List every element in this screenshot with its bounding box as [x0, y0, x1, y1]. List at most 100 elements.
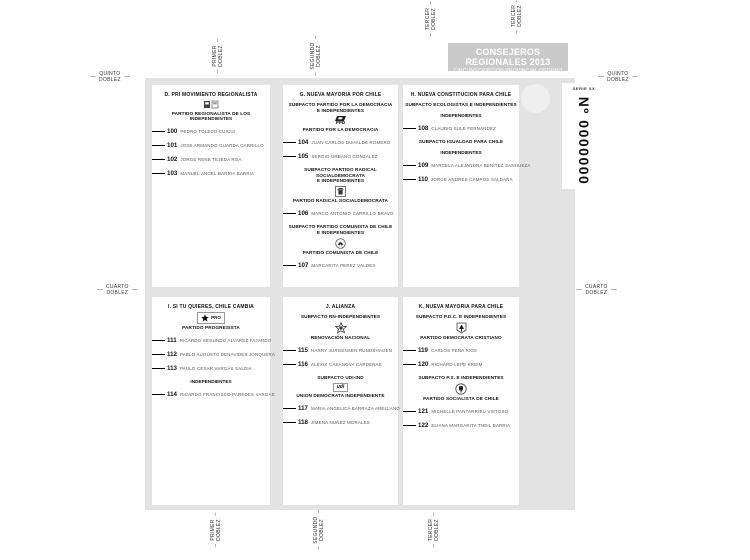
ballot-subtitle: CIRCUNSCRIPCION PROVINCIAL OSORNO — [453, 68, 563, 74]
candidate-number: 105 — [298, 152, 309, 160]
fold-label: DOBLEZ — [316, 45, 322, 67]
vote-line[interactable] — [403, 178, 416, 180]
serial-number: Nº 0000000 — [576, 96, 592, 186]
serial-stub: SERIE XX Nº 0000000 — [562, 83, 606, 189]
candidate-number: 121 — [418, 407, 429, 415]
ppd-logo — [335, 115, 346, 121]
vote-line[interactable] — [283, 265, 296, 267]
vote-line[interactable] — [283, 408, 296, 410]
vote-line[interactable] — [152, 131, 165, 132]
vote-line[interactable] — [152, 173, 165, 174]
list-title: K. NUEVA MAYORIA PARA CHILE — [418, 304, 504, 310]
candidate-name: PEDRO TOLEDO CUICUI — [180, 129, 236, 134]
vote-line[interactable] — [152, 159, 165, 160]
fold-tick: – — [514, 30, 520, 34]
candidate-name: PABLO AUGUSTO BENAVIDES JORQUERA — [179, 352, 275, 357]
fold-label: DOBLEZ — [607, 77, 629, 83]
vote-line[interactable] — [283, 155, 296, 157]
fold-tick: – — [431, 512, 437, 516]
candidate-number: 116 — [298, 360, 308, 368]
vote-line[interactable] — [403, 127, 416, 129]
fold-label: DOBLEZ — [319, 519, 325, 541]
vote-line[interactable] — [403, 363, 416, 365]
party-name: PARTIDO SOCIALISTA DE CHILE — [423, 395, 499, 401]
vote-line[interactable] — [152, 394, 165, 395]
fold-tick: — — [576, 287, 582, 293]
vote-line[interactable] — [152, 368, 165, 369]
vote-line[interactable] — [403, 410, 416, 412]
pc-logo — [335, 238, 346, 249]
subpacto-heading: SUBPACTO IGUALDAD PARA CHILE — [405, 139, 517, 145]
subpacto-heading: SUBPACTO ECOLOGISTAS E INDEPENDIENTES — [405, 102, 517, 108]
subpacto-line: SUBPACTO IGUALDAD PARA CHILE — [418, 138, 504, 144]
vote-line[interactable] — [283, 363, 296, 365]
candidate-name: JORGE ANDRES CAMPOS SALDAÑA — [430, 176, 513, 182]
fold-label: DOBLEZ — [585, 290, 608, 296]
vote-line[interactable] — [283, 213, 296, 215]
vote-line[interactable] — [403, 349, 416, 351]
candidate-name: MANUEL ANGEL BARRIA BARRIA — [180, 171, 255, 176]
vote-line[interactable] — [283, 422, 296, 424]
subpacto-heading: SUBPACTO P.D.C. E INDEPENDIENTES — [405, 314, 517, 320]
subpacto-line: E INDEPENDIENTES — [316, 178, 365, 184]
fold-tick: – — [316, 546, 322, 551]
candidate-name: MARCELA ALEJANDRA BENITEZ SANHUEZA — [431, 162, 531, 168]
subpacto-line: SUBPACTO P.S. E INDEPENDIENTES — [418, 374, 504, 380]
candidate-name: MARIA ANGELICA BARRAZA ARELLANO — [310, 406, 400, 412]
subpacto-line: SUBPACTO ECOLOGISTAS E INDEPENDIENTES — [405, 102, 517, 107]
subpacto-heading: SUBPACTO RN-INDEPENDIENTES — [285, 314, 396, 320]
fold-label: QUINTO — [607, 70, 629, 77]
vote-line[interactable] — [283, 141, 296, 143]
candidate-number: 103 — [167, 170, 178, 177]
subpacto-line: E INDEPENDIENTES — [316, 107, 365, 113]
fold-tick: — — [90, 74, 96, 80]
candidate-name: RICARDO FRANCISCO PAREDES VARGAS — [179, 392, 275, 397]
fold-label: DOBLEZ — [517, 5, 523, 27]
candidate-number: 122 — [418, 421, 429, 429]
punch-hole — [521, 84, 550, 113]
fold-tick: — — [631, 74, 638, 80]
list-title: H. NUEVA CONSTITUCION PARA CHILE — [410, 92, 512, 98]
fold-tick: — — [97, 287, 103, 293]
vote-line[interactable] — [403, 424, 416, 426]
party-name: PARTIDO PROGRESISTA — [182, 325, 240, 330]
fold-label: DOBLEZ — [216, 519, 222, 541]
list-title: J. ALIANZA — [325, 304, 356, 310]
independents-label: INDEPENDIENTES — [190, 379, 232, 384]
vote-line[interactable] — [152, 354, 165, 355]
vote-line[interactable] — [152, 145, 165, 146]
vote-line[interactable] — [403, 164, 416, 166]
fold-label: CUARTO — [106, 283, 129, 290]
vote-line[interactable] — [283, 349, 296, 351]
subpacto-line: SUBPACTO PARTIDO RADICAL SOCIALDEMOCRATA — [304, 166, 377, 178]
vote-line[interactable] — [152, 340, 165, 341]
party-name: PARTIDO REGIONALISTA DE LOS INDEPENDIENT… — [171, 111, 251, 121]
